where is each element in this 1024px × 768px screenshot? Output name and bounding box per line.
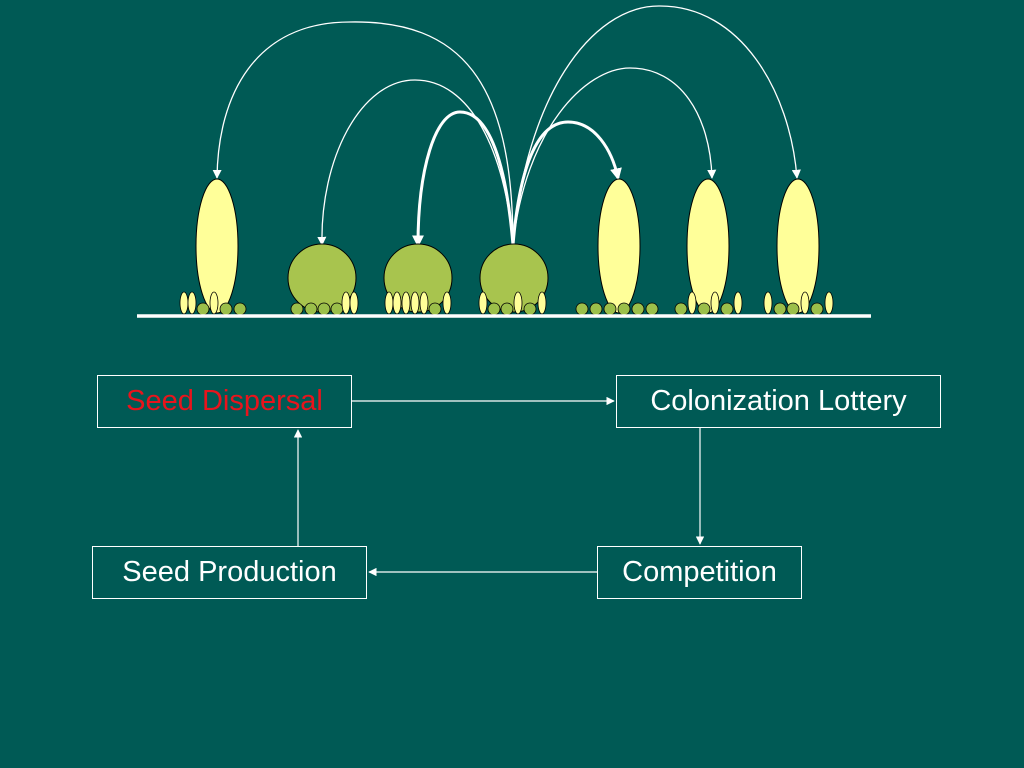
- seed-round: [589, 302, 603, 316]
- arc-to-plant-7: [512, 5, 801, 246]
- seed-round: [487, 302, 501, 316]
- seed-production-label: Seed Production: [122, 556, 337, 588]
- seed-elongated: [349, 291, 359, 315]
- dispersal-arcs: [212, 5, 801, 248]
- seed-elongated: [687, 291, 697, 315]
- seed-round: [500, 302, 514, 316]
- tall-plant: [597, 178, 641, 314]
- seed-elongated: [824, 291, 834, 315]
- seed-elongated: [187, 291, 197, 315]
- seed-production-box: Seed Production: [92, 546, 367, 599]
- seed-round: [697, 302, 711, 316]
- seed-elongated: [478, 291, 488, 315]
- seed-elongated: [800, 291, 810, 315]
- seed-round: [631, 302, 645, 316]
- seed-round: [304, 302, 318, 316]
- colonization-lottery-box: Colonization Lottery: [616, 375, 941, 428]
- arc-to-plant-1: [212, 21, 514, 246]
- seed-round: [290, 302, 304, 316]
- seed-dispersal-box: Seed Dispersal: [97, 375, 352, 428]
- competition-box: Competition: [597, 546, 802, 599]
- seed-round: [219, 302, 233, 316]
- seed-round: [645, 302, 659, 316]
- seed-round: [773, 302, 787, 316]
- arc-to-plant-2: [317, 79, 514, 246]
- round-plant: [479, 243, 549, 313]
- seed-round: [786, 302, 800, 316]
- seed-round: [617, 302, 631, 316]
- seed-round: [603, 302, 617, 316]
- seed-elongated: [442, 291, 452, 315]
- arc-to-plant-3: [412, 110, 515, 248]
- seed-elongated: [513, 291, 523, 315]
- seed-round: [575, 302, 589, 316]
- seed-elongated: [733, 291, 743, 315]
- round-plant: [383, 243, 453, 313]
- competition-label: Competition: [622, 556, 777, 588]
- seed-round: [233, 302, 247, 316]
- arc-to-plant-6: [512, 67, 717, 246]
- seed-elongated: [763, 291, 773, 315]
- seed-elongated: [384, 291, 394, 315]
- seed-round: [674, 302, 688, 316]
- seed-round: [196, 302, 210, 316]
- seed-elongated: [419, 291, 429, 315]
- tall-plant: [195, 178, 239, 314]
- seed-elongated: [410, 291, 420, 315]
- seeds: [179, 291, 834, 316]
- plants: [195, 178, 820, 314]
- seed-round: [810, 302, 824, 316]
- seed-round: [720, 302, 734, 316]
- colonization-lottery-label: Colonization Lottery: [650, 385, 907, 417]
- seed-elongated: [341, 291, 351, 315]
- seed-elongated: [401, 291, 411, 315]
- seed-round: [317, 302, 331, 316]
- cycle-arrows: [293, 396, 705, 577]
- seed-round: [428, 302, 442, 316]
- seed-elongated: [179, 291, 189, 315]
- seed-round: [523, 302, 537, 316]
- seed-elongated: [537, 291, 547, 315]
- seed-round: [330, 302, 344, 316]
- seed-elongated: [209, 291, 219, 315]
- tall-plant: [776, 178, 820, 314]
- seed-elongated: [392, 291, 402, 315]
- seed-elongated: [710, 291, 720, 315]
- seed-dispersal-label: Seed Dispersal: [126, 385, 323, 417]
